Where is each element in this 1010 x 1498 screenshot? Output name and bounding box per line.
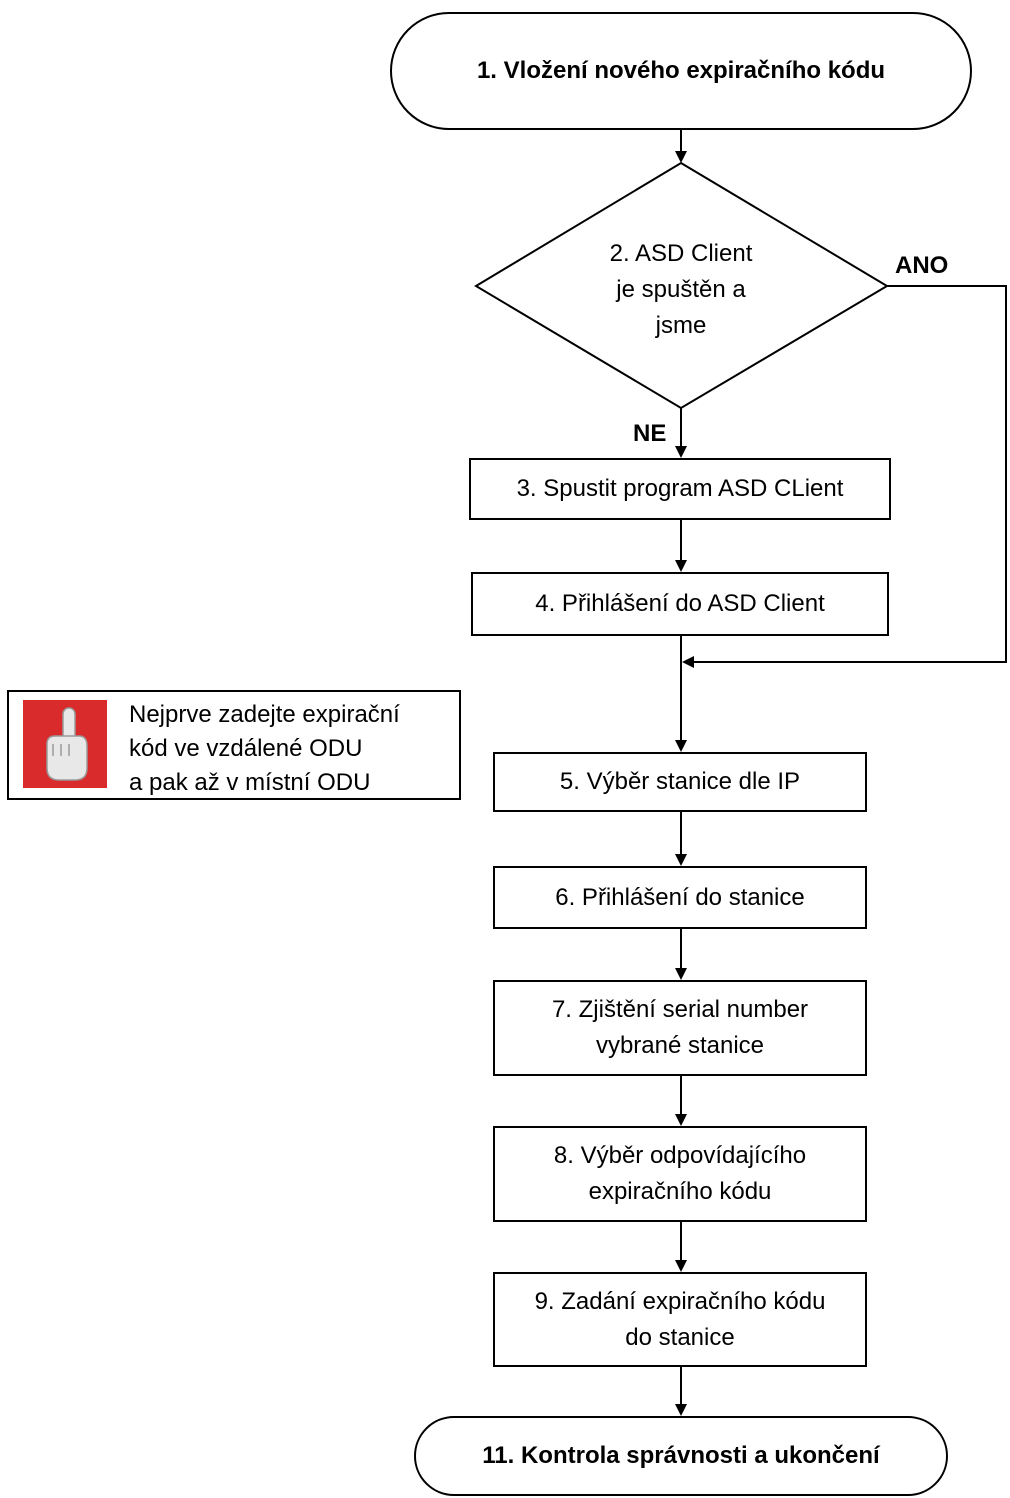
yes-label: ANO bbox=[895, 252, 949, 279]
end-label: 11. Kontrola správnosti a ukončení bbox=[482, 1442, 880, 1469]
step-8-label: 8. Výběr odpovídajícího expiračního kódu bbox=[553, 1142, 807, 1205]
step-7-label: 7. Zjištění serial number vybrané stanic… bbox=[551, 996, 809, 1059]
step-6-label: 6. Přihlášení do stanice bbox=[555, 883, 805, 911]
step-9-box: 9. Zadání expiračního kódu do stanice bbox=[493, 1272, 867, 1367]
decision-label: 2. ASD Client je spuštěn a jsme bbox=[609, 240, 753, 339]
step-3-box: 3. Spustit program ASD CLient bbox=[469, 458, 891, 520]
step-8-box: 8. Výběr odpovídajícího expiračního kódu bbox=[493, 1126, 867, 1222]
start-terminal: 1. Vložení nového expiračního kódu bbox=[390, 12, 972, 130]
no-label: NE bbox=[633, 420, 667, 447]
step-7-box: 7. Zjištění serial number vybrané stanic… bbox=[493, 980, 867, 1076]
step-5-box: 5. Výběr stanice dle IP bbox=[493, 752, 867, 812]
end-terminal: 11. Kontrola správnosti a ukončení bbox=[414, 1416, 948, 1496]
step-3-label: 3. Spustit program ASD CLient bbox=[516, 475, 844, 502]
start-label: 1. Vložení nového expiračního kódu bbox=[476, 57, 886, 84]
yes-branch-connector bbox=[682, 285, 1007, 668]
pointing-hand-icon bbox=[23, 700, 107, 788]
step-5-label: 5. Výběr stanice dle IP bbox=[559, 768, 801, 795]
step-4-label: 4. Přihlášení do ASD Client bbox=[535, 590, 825, 617]
step-9-label: 9. Zadání expiračního kódu do stanice bbox=[534, 1287, 826, 1351]
step-4-box: 4. Přihlášení do ASD Client bbox=[471, 572, 889, 636]
warning-note: Nejprve zadejte expirační kód ve vzdálen… bbox=[7, 690, 461, 800]
step-6-box: 6. Přihlášení do stanice bbox=[493, 866, 867, 929]
note-text: Nejprve zadejte expirační kód ve vzdálen… bbox=[129, 701, 400, 796]
